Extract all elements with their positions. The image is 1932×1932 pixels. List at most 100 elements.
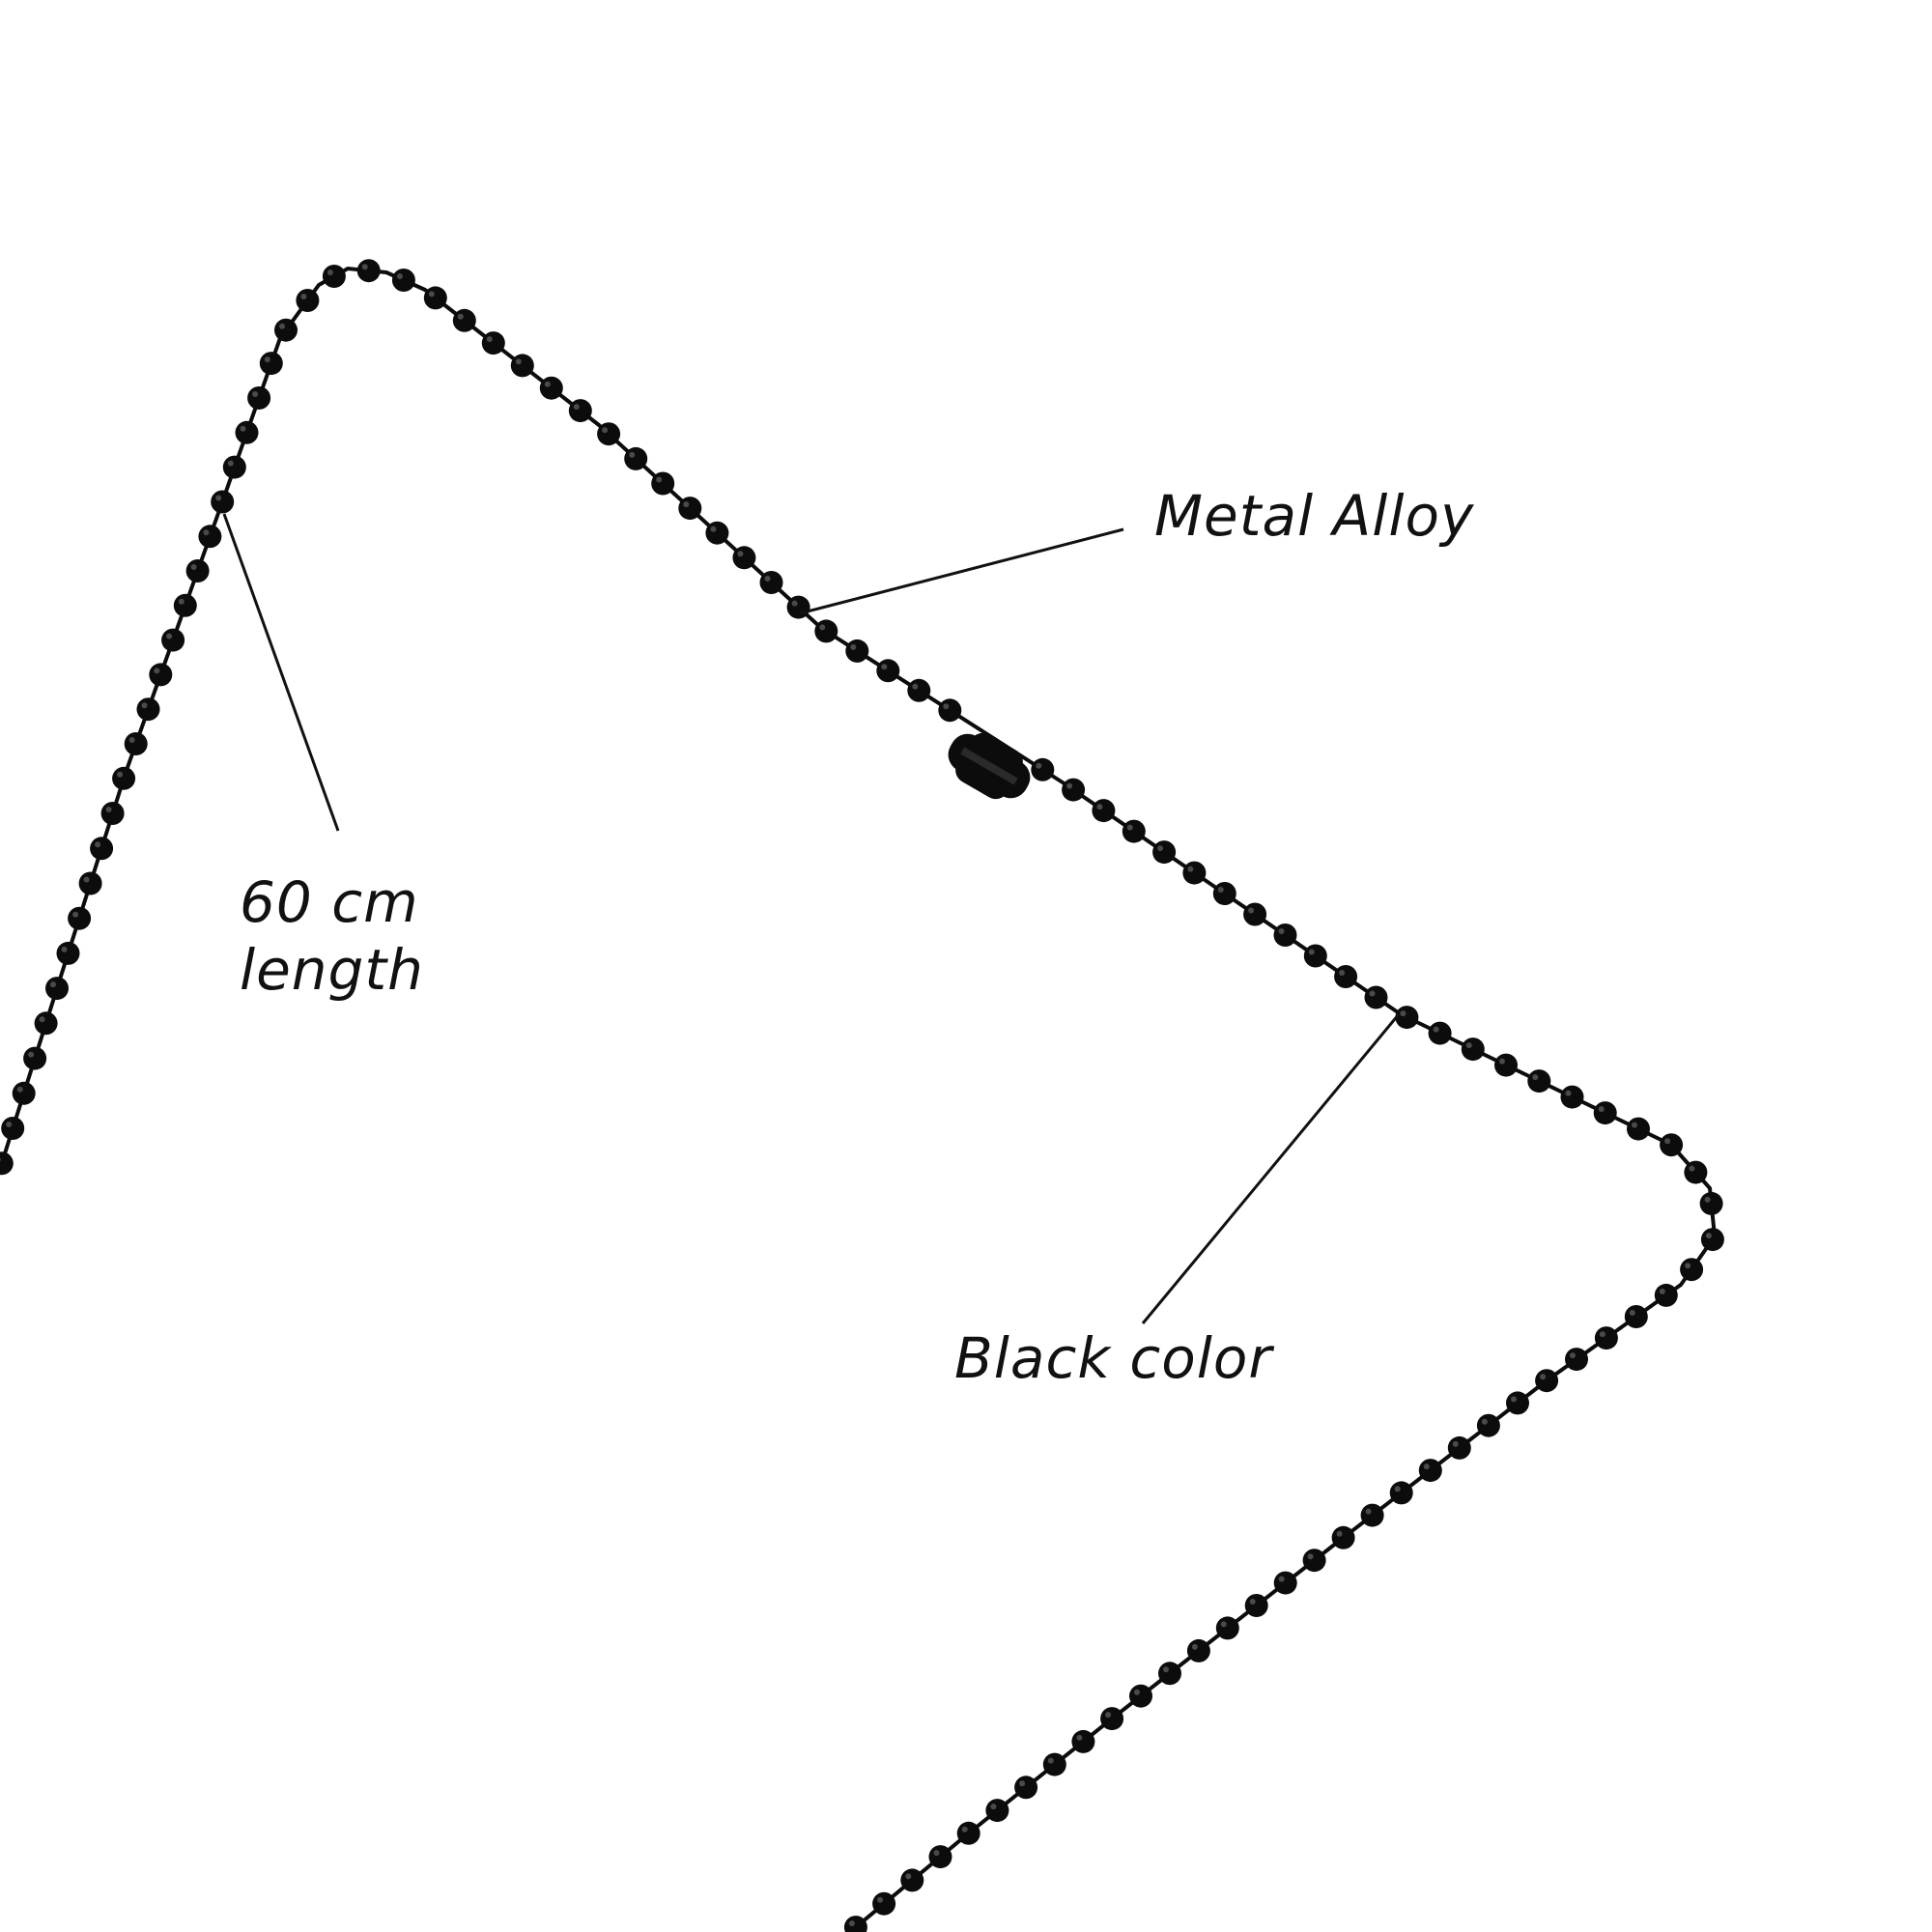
callout-lines: [222, 513, 1401, 1324]
chain-bead-highlight: [1685, 1263, 1691, 1269]
chain-bead: [568, 399, 592, 423]
chain-bead-highlight: [710, 526, 717, 532]
chain-bead: [1158, 1662, 1181, 1686]
chain-bead-highlight: [1705, 1233, 1712, 1239]
chain-bead: [1273, 923, 1297, 947]
chain-bead-highlight: [515, 358, 522, 365]
chain-bead: [296, 289, 320, 312]
chain-bead: [510, 354, 534, 378]
chain-bead-highlight: [1565, 1090, 1572, 1096]
chain-bead: [1092, 799, 1116, 823]
chain-bead: [1565, 1348, 1588, 1372]
chain-bead-highlight: [1076, 1734, 1083, 1741]
chain-bead-highlight: [117, 771, 124, 778]
chain-bead-highlight: [215, 495, 222, 501]
chain-bead: [759, 571, 783, 594]
chain-bead-highlight: [95, 841, 101, 848]
chain-bead: [786, 595, 810, 619]
chain-bead: [1560, 1085, 1584, 1109]
chain-bead: [90, 837, 114, 861]
chain-bead: [481, 331, 505, 355]
chain-bead-highlight: [905, 1873, 912, 1880]
chain-bead: [1071, 1729, 1095, 1753]
chain-bead-highlight: [1481, 1418, 1488, 1425]
chain-bead-highlight: [1452, 1440, 1459, 1447]
chain-bead-highlight: [1249, 1599, 1256, 1605]
chain-beads: [0, 259, 1724, 1932]
chain-bead-highlight: [154, 668, 160, 674]
chain-bead: [651, 471, 675, 496]
chain-bead: [322, 265, 346, 288]
chain-bead: [732, 546, 756, 570]
chain-bead-highlight: [791, 600, 798, 607]
chain-bead-highlight: [1689, 1165, 1695, 1172]
chain-bead-highlight: [1134, 1689, 1140, 1695]
chain-bead-highlight: [1499, 1058, 1505, 1065]
chain-bead-highlight: [83, 876, 90, 883]
chain-bead: [985, 1799, 1009, 1823]
chain-bead-highlight: [877, 1896, 884, 1903]
chain-bead-highlight: [1511, 1396, 1517, 1403]
chain-bead: [391, 269, 415, 292]
chain-bead: [1014, 1776, 1038, 1800]
chain-bead: [1244, 1594, 1268, 1617]
chain-bead: [845, 639, 869, 663]
chain-bead: [124, 732, 148, 755]
chain-bead-highlight: [28, 1051, 35, 1058]
chain-bead: [0, 1151, 14, 1176]
chain-bead: [1476, 1413, 1500, 1437]
chain-bead-highlight: [1308, 949, 1315, 955]
chain-bead-highlight: [573, 404, 580, 411]
chain-bead-highlight: [1036, 762, 1042, 769]
chain-bead-highlight: [1157, 845, 1164, 852]
chain-bead-highlight: [1066, 782, 1073, 789]
chain-bead: [1215, 1616, 1239, 1640]
length-label-line1: 60 cm: [240, 869, 419, 935]
chain-bead-highlight: [457, 313, 464, 320]
chain-bead: [814, 619, 838, 643]
chain-bead: [678, 497, 702, 521]
chain-bead-highlight: [544, 381, 551, 387]
chain-bead: [1129, 1684, 1152, 1708]
chain-bead: [900, 1868, 924, 1892]
chain-bead: [68, 906, 92, 930]
chain-bead-highlight: [602, 427, 609, 434]
chain-bead-highlight: [848, 1920, 855, 1927]
chain-bead: [1334, 965, 1358, 988]
chain-bead: [907, 678, 931, 702]
chain-bead-highlight: [1598, 1106, 1605, 1113]
chain-bead: [1660, 1133, 1684, 1157]
chain-bead-highlight: [933, 1850, 940, 1857]
chain-bead-highlight: [128, 737, 135, 743]
chain-bead: [1594, 1326, 1618, 1350]
chain-bead: [1680, 1258, 1704, 1282]
chain-bead-highlight: [1278, 1576, 1285, 1582]
chain-bead-highlight: [203, 529, 210, 536]
chain-bead: [452, 308, 476, 332]
chain-bead-highlight: [683, 501, 690, 508]
chain-bead-highlight: [990, 1804, 997, 1810]
chain-bead-highlight: [1019, 1780, 1026, 1787]
chain-bead: [222, 455, 246, 479]
chain-bead-highlight: [178, 598, 185, 605]
chain-bead: [1031, 757, 1055, 781]
chain-bead-highlight: [1365, 1508, 1372, 1515]
chain-bead-highlight: [1187, 866, 1194, 872]
chain-bead-highlight: [61, 946, 68, 952]
chain-bead: [235, 420, 259, 444]
chain-bead: [23, 1046, 47, 1070]
chain-bead: [211, 490, 235, 514]
chain-bead-highlight: [327, 270, 333, 275]
chain-bead-highlight: [1433, 1026, 1439, 1033]
chain-bead-highlight: [1278, 928, 1285, 934]
chain-bead-highlight: [396, 273, 403, 279]
chain-bead: [185, 559, 210, 582]
chain-bead-highlight: [850, 643, 857, 650]
chain-bead-highlight: [1220, 1621, 1227, 1628]
chain-bead: [1428, 1021, 1452, 1045]
chain-bead: [1624, 1305, 1648, 1328]
chain-bead: [247, 386, 271, 410]
chain-bead: [1302, 1548, 1326, 1573]
chain-bead-highlight: [1423, 1463, 1430, 1470]
chain-bead-highlight: [105, 807, 112, 812]
